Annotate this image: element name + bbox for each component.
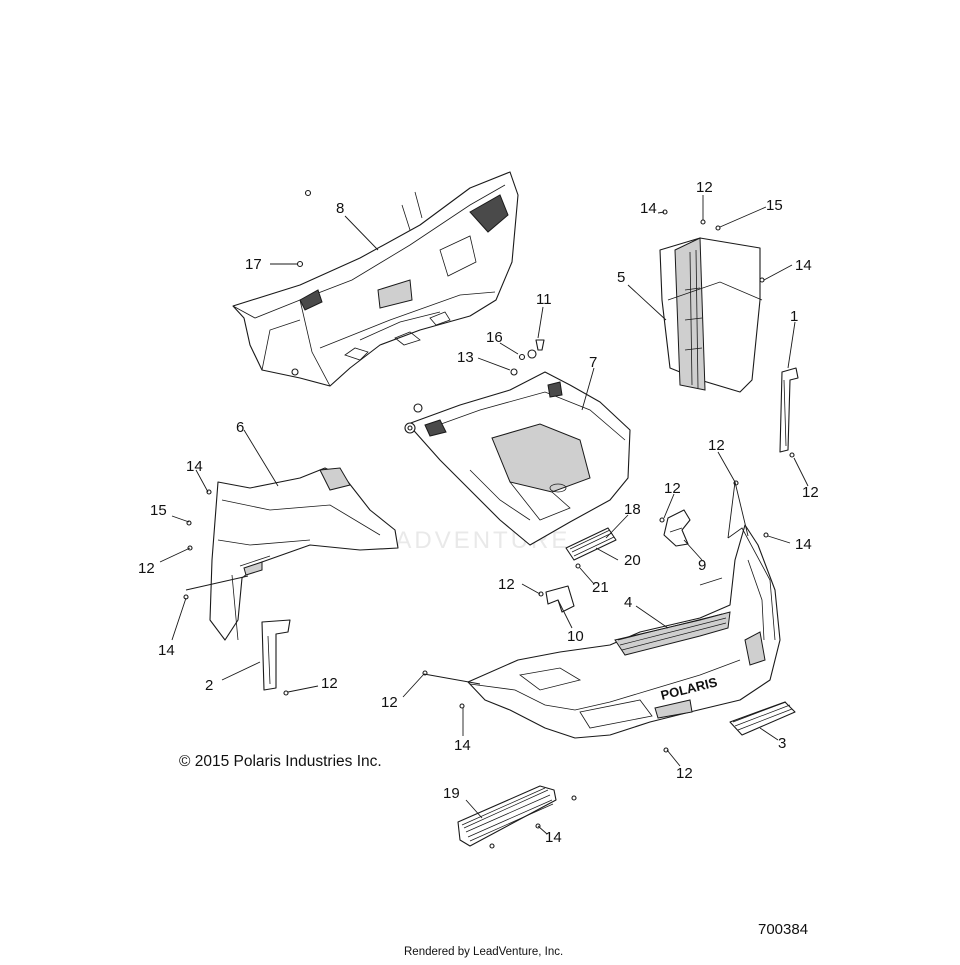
callout-7: 7 (589, 354, 597, 371)
callout-20: 20 (624, 552, 641, 569)
leader-lines (159, 195, 809, 835)
callout-11: 11 (536, 291, 552, 308)
callout-6: 6 (236, 419, 244, 436)
part-5-side-panel (659, 237, 763, 393)
callout-18: 18 (624, 501, 641, 518)
callout-14-grille: 14 (545, 829, 562, 846)
callout-15-top: 15 (766, 197, 783, 214)
part-19-lower-grille (457, 785, 577, 849)
callout-13: 13 (457, 349, 474, 366)
part-4-front-bumper: POLARIS (467, 524, 781, 739)
part-1-bracket (779, 367, 799, 453)
callout-9: 9 (698, 557, 706, 574)
callout-19: 19 (443, 785, 460, 802)
callout-12-left-bottom: 12 (321, 675, 338, 692)
callout-4: 4 (624, 594, 632, 611)
part-2-bracket (261, 619, 291, 691)
callout-10: 10 (567, 628, 584, 645)
callout-14-left: 14 (158, 642, 175, 659)
part-9-bracket (663, 509, 691, 547)
hardware-fasteners (183, 209, 795, 829)
callout-12-bumper-left: 12 (381, 694, 398, 711)
callout-12-left: 12 (138, 560, 155, 577)
callout-14-top: 14 (640, 200, 657, 217)
callout-12-mid: 12 (498, 576, 515, 593)
callout-14-left-top: 14 (186, 458, 203, 475)
callout-14-right: 14 (795, 257, 812, 274)
part-18-grille (565, 527, 617, 561)
footer-credit: Rendered by LeadVenture, Inc. (404, 946, 563, 958)
part-10-bracket (545, 585, 575, 613)
diagram-number: 700384 (758, 921, 808, 938)
callout-5: 5 (617, 269, 625, 286)
callout-17: 17 (245, 256, 262, 273)
callout-12-right: 12 (802, 484, 819, 501)
callout-12-bottom: 12 (676, 765, 693, 782)
callout-14-bumper: 14 (795, 536, 812, 553)
part-6-left-fender (209, 467, 399, 641)
callout-2: 2 (205, 677, 213, 694)
part-8-storage-tray (232, 171, 519, 387)
part-7-hood (404, 371, 631, 546)
callout-12-bumper: 12 (708, 437, 725, 454)
callout-12-top: 12 (696, 179, 713, 196)
callout-1: 1 (790, 308, 798, 325)
callout-labels: 8 17 11 16 13 7 5 14 12 15 14 1 12 12 14… (138, 179, 819, 846)
callout-3: 3 (778, 735, 786, 752)
callout-8: 8 (336, 200, 344, 217)
callout-15-left: 15 (150, 502, 167, 519)
part-3-grille (729, 701, 796, 736)
copyright-text: © 2015 Polaris Industries Inc. (179, 753, 382, 770)
callout-21: 21 (592, 579, 609, 596)
callout-12-clip: 12 (664, 480, 681, 497)
callout-16: 16 (486, 329, 503, 346)
callout-14-bottom: 14 (454, 737, 471, 754)
